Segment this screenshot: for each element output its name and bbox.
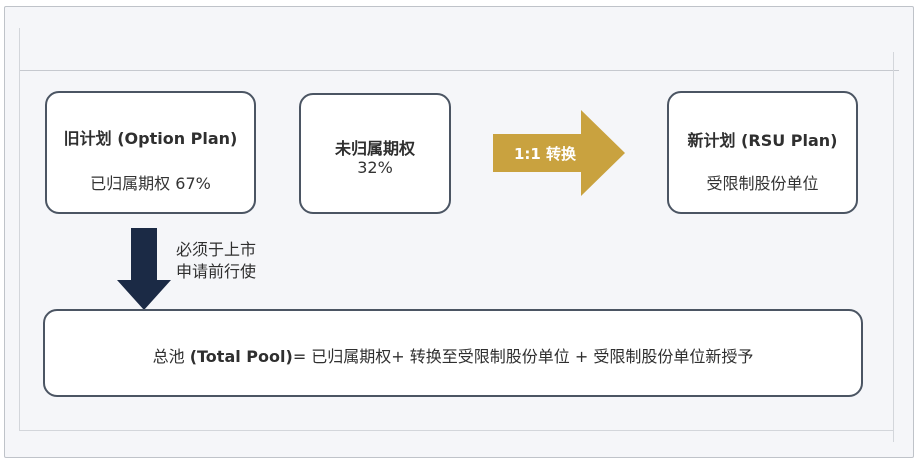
- exercise-arrow: [117, 228, 171, 310]
- new-plan-box: 新计划 (RSU Plan) 受限制股份单位: [667, 91, 858, 214]
- total-pool-text: 总池 (Total Pool)= 已归属期权+ 转换至受限制股份单位 + 受限制…: [45, 343, 861, 367]
- divider-right: [893, 52, 894, 442]
- divider-bottom: [19, 430, 894, 431]
- conversion-arrow: [493, 110, 625, 196]
- exercise-note-line1: 必须于上市: [176, 240, 257, 259]
- total-pool-prefix: 总池: [152, 347, 190, 366]
- new-plan-title: 新计划 (RSU Plan): [687, 131, 838, 150]
- divider-top: [19, 70, 899, 71]
- exercise-note-line2: 申请前行使: [176, 262, 257, 281]
- old-plan-title: 旧计划 (Option Plan): [63, 129, 238, 148]
- total-pool-box: 总池 (Total Pool)= 已归属期权+ 转换至受限制股份单位 + 受限制…: [43, 309, 863, 397]
- exercise-arrow-shape: [117, 228, 171, 310]
- total-pool-bold: (Total Pool): [189, 347, 293, 366]
- divider-left: [19, 28, 20, 430]
- conversion-label: 1:1 转换: [513, 145, 577, 163]
- unvested-title: 未归属期权: [334, 139, 415, 158]
- unvested-box: 未归属期权 32%: [299, 93, 451, 214]
- new-plan-subtitle: 受限制股份单位: [706, 174, 819, 193]
- total-pool-rest: = 已归属期权+ 转换至受限制股份单位 + 受限制股份单位新授予: [292, 347, 754, 366]
- old-plan-vested: 已归属期权 67%: [90, 174, 211, 193]
- conversion-arrow-shape: [493, 110, 625, 196]
- old-plan-box: 旧计划 (Option Plan) 已归属期权 67%: [45, 91, 256, 214]
- unvested-percent: 32%: [357, 158, 393, 177]
